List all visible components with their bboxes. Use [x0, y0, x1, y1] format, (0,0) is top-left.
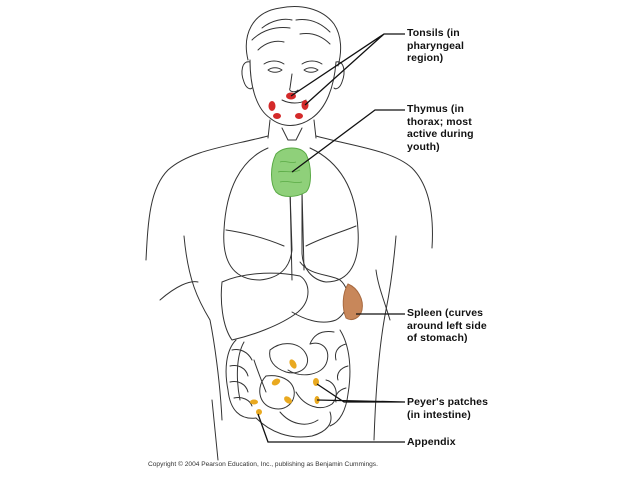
label-thymus: Thymus (in thorax; most active during yo… [407, 103, 474, 153]
leader-lines [257, 33, 406, 443]
label-appendix: Appendix [407, 436, 456, 448]
tonsil-left-lower [273, 113, 281, 119]
thymus [271, 147, 311, 197]
label-tonsils: Tonsils (in pharyngeal region) [407, 27, 465, 64]
label-spleen: Spleen (curves around left side of stoma… [407, 307, 487, 344]
head-outline [241, 6, 345, 141]
tonsil-left-upper [268, 101, 276, 111]
spleen [342, 283, 363, 321]
label-peyers-patches: Peyer's patches (in intestine) [407, 396, 489, 421]
tonsil-right-lower [295, 113, 303, 119]
leader-appendix [257, 413, 405, 443]
copyright-notice: Copyright © 2004 Pearson Education, Inc.… [148, 461, 378, 468]
leader-tonsils [290, 33, 405, 106]
intestines-outline [225, 329, 351, 438]
leader-thymus [291, 109, 405, 173]
peyers-patches [250, 359, 320, 415]
tonsils [268, 92, 309, 119]
leader-peyers [316, 383, 406, 403]
